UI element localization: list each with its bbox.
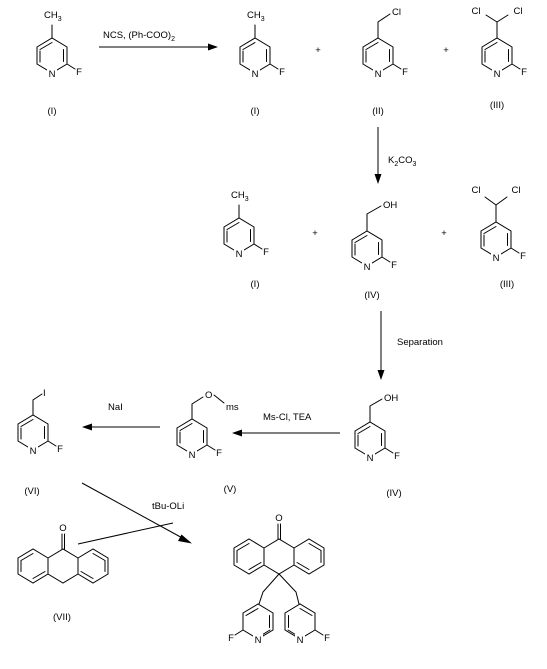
compound-VI: N F I [17,388,63,457]
atom-N: N [189,450,196,461]
atom-OH: OH [383,200,397,211]
atom-F: F [521,67,527,78]
atom-CH3: CH3 [44,10,62,23]
atom-N: N [30,446,37,457]
arrow-step6 [77,482,192,545]
arrow-step1 [99,43,218,51]
label-compound-III-row2: (III) [500,279,514,290]
reagent-step5: NaI [108,402,123,413]
atom-N: N [255,635,262,646]
arrow-step3 [377,311,385,380]
arrow-step5 [82,423,160,431]
atom-N: N [375,69,382,80]
label-compound-II: (II) [372,106,384,117]
atom-N: N [49,69,56,80]
arrow-step2 [374,127,382,184]
atom-F: F [324,633,330,644]
reagent-step2: K2CO3 [388,155,417,168]
label-compound-I-product: (I) [251,106,260,117]
atom-N: N [367,453,374,464]
compound-III-row2: N F Cl Cl [472,185,527,264]
atom-O: O [275,513,282,524]
compound-IV: N F OH [351,200,397,273]
compound-IV-separated: N F OH [354,393,400,464]
label-compound-III: (III) [490,100,504,111]
atom-N: N [493,253,500,264]
atom-CH3: CH3 [231,190,249,203]
label-compound-IV: (IV) [364,290,379,301]
plus-sign: + [312,228,318,239]
atom-N: N [494,69,501,80]
label-compound-VII: (VII) [53,612,71,623]
atom-N: N [297,635,304,646]
atom-F: F [228,633,234,644]
compound-I-product: N F CH3 [239,10,285,80]
atom-OH: OH [384,393,398,404]
atom-N: N [364,262,371,273]
atom-F: F [391,260,397,271]
compound-I-row2: N F CH3 [223,190,269,260]
label-compound-V: (V) [224,484,237,495]
label-compound-IV-separated: (IV) [386,488,401,499]
final-product: O N F N F [228,513,330,646]
plus-sign: + [441,228,447,239]
atom-I: I [43,388,46,399]
atom-Cl: Cl [392,7,401,18]
group-ms: ms [226,402,239,413]
atom-O: O [59,523,66,534]
atom-N: N [236,249,243,260]
atom-F: F [216,448,222,459]
atom-Cl: Cl [514,6,523,17]
label-compound-I: (I) [48,106,57,117]
atom-N: N [252,69,259,80]
compound-VII: O [17,523,109,584]
atom-F: F [263,247,269,258]
atom-Cl: Cl [472,6,481,17]
atom-F: F [520,251,526,262]
compound-I-start: N F CH3 [36,10,82,80]
reagent-step4: Ms-Cl, TEA [263,412,312,423]
atom-Cl: Cl [472,185,481,196]
label-compound-VI: (VI) [24,486,39,497]
atom-F: F [76,67,82,78]
compound-II: N F Cl [362,7,408,80]
reagent-step3: Separation [397,337,443,348]
label-compound-I-row2: (I) [251,279,260,290]
arrow-step4 [232,429,340,437]
atom-F: F [402,67,408,78]
plus-sign: + [443,45,449,56]
reagent-step1: NCS, (Ph-COO)2 [103,30,175,43]
atom-Cl: Cl [512,185,521,196]
plus-sign: + [315,45,321,56]
compound-V: N F O ms [176,390,239,461]
atom-F: F [279,67,285,78]
reagent-step6: tBu-OLi [152,501,184,512]
atom-O: O [205,390,212,401]
atom-F: F [57,444,63,455]
atom-CH3: CH3 [247,10,265,23]
atom-F: F [394,451,400,462]
compound-III: N F Cl Cl [472,6,528,80]
